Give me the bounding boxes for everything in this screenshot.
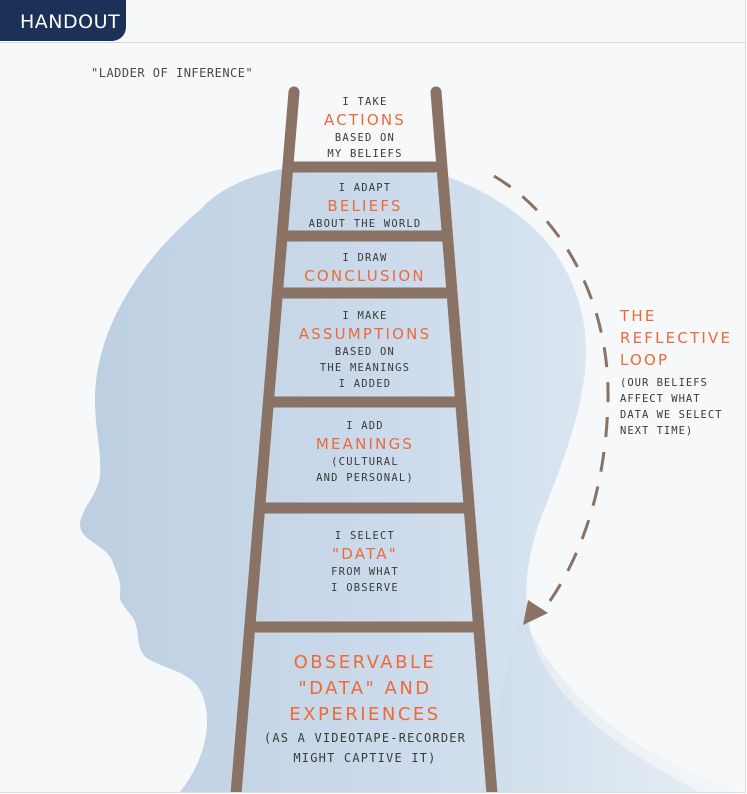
- rung-pre: I TAKE: [342, 96, 388, 108]
- rung-label-3: I DRAW CONCLUSION: [304, 250, 426, 286]
- rung-post: I OBSERVE: [331, 582, 399, 594]
- rung-key: CONCLUSION: [304, 267, 426, 285]
- rung-key: "DATA" AND: [298, 678, 432, 699]
- rung-label-1: I TAKE ACTIONS BASED ON MY BELIEFS: [324, 94, 406, 162]
- rung-label-7: OBSERVABLE "DATA" AND EXPERIENCES (AS A VID…: [264, 650, 466, 768]
- rung-label-6: I SELECT "DATA" FROM WHAT I OBSERVE: [331, 528, 399, 596]
- ladder-rail-right: [430, 91, 498, 792]
- rung-key: MEANINGS: [315, 435, 415, 453]
- rung-post: (AS A VIDEOTAPE-RECORDER: [263, 731, 467, 745]
- loop-arrow-path: [493, 174, 610, 609]
- rung-post: BASED ON: [334, 132, 396, 144]
- rung-post: FROM WHAT: [331, 566, 399, 578]
- rung-label-5: I ADD MEANINGS (CULTURAL AND PERSONAL): [316, 418, 414, 486]
- rung-post: (CULTURAL: [331, 456, 399, 468]
- rung-post: AND PERSONAL): [316, 472, 414, 484]
- ladder-rail-top: [288, 86, 300, 98]
- rung-post: MIGHT CAPTIVE IT): [293, 751, 437, 765]
- rung-pre: I ADAPT: [338, 182, 392, 194]
- rung-post: I ADDED: [338, 378, 392, 390]
- loop-note: (OUR BELIEFS AFFECT WHAT DATA WE SELECT …: [620, 377, 723, 437]
- rung-pre: I DRAW: [342, 252, 388, 264]
- rung-post: ABOUT THE WORLD: [308, 218, 422, 230]
- ladder-rail-top: [430, 86, 442, 98]
- rung-key: OBSERVABLE: [293, 652, 437, 673]
- rung-pre: I SELECT: [334, 530, 396, 542]
- rung-pre: I MAKE: [342, 310, 388, 322]
- rung-pre: I ADD: [346, 420, 384, 432]
- reflective-loop-arrow: [493, 174, 610, 625]
- loop-title: THE REFLECTIVE LOOP: [620, 307, 733, 369]
- handout-tab: HANDOUT: [0, 0, 126, 41]
- rung-key: ACTIONS: [323, 111, 407, 129]
- header-divider: [0, 42, 745, 43]
- rung-label-4: I MAKE ASSUMPTIONS BASED ON THE MEANINGS I A…: [299, 308, 432, 392]
- ladder: [230, 86, 498, 792]
- rung-post: THE MEANINGS: [319, 362, 411, 374]
- rung-key: BELIEFS: [327, 197, 403, 215]
- head-silhouette: [80, 161, 700, 792]
- rung-key: ASSUMPTIONS: [298, 325, 432, 343]
- rung-key: EXPERIENCES: [289, 704, 441, 725]
- neck-shade: [480, 610, 745, 792]
- reflective-loop-label: THE REFLECTIVE LOOP (OUR BELIEFS AFFECT …: [620, 305, 732, 439]
- rung-label-2: I ADAPT BELIEFS ABOUT THE WORLD: [309, 180, 422, 232]
- rung-post: MY BELIEFS: [327, 148, 403, 160]
- ladder-rail-left: [230, 91, 300, 792]
- rung-post: BASED ON: [334, 346, 396, 358]
- loop-arrow-head: [523, 600, 548, 625]
- diagram-subtitle: "LADDER OF INFERENCE": [91, 66, 254, 80]
- rung-key: "DATA": [332, 545, 398, 563]
